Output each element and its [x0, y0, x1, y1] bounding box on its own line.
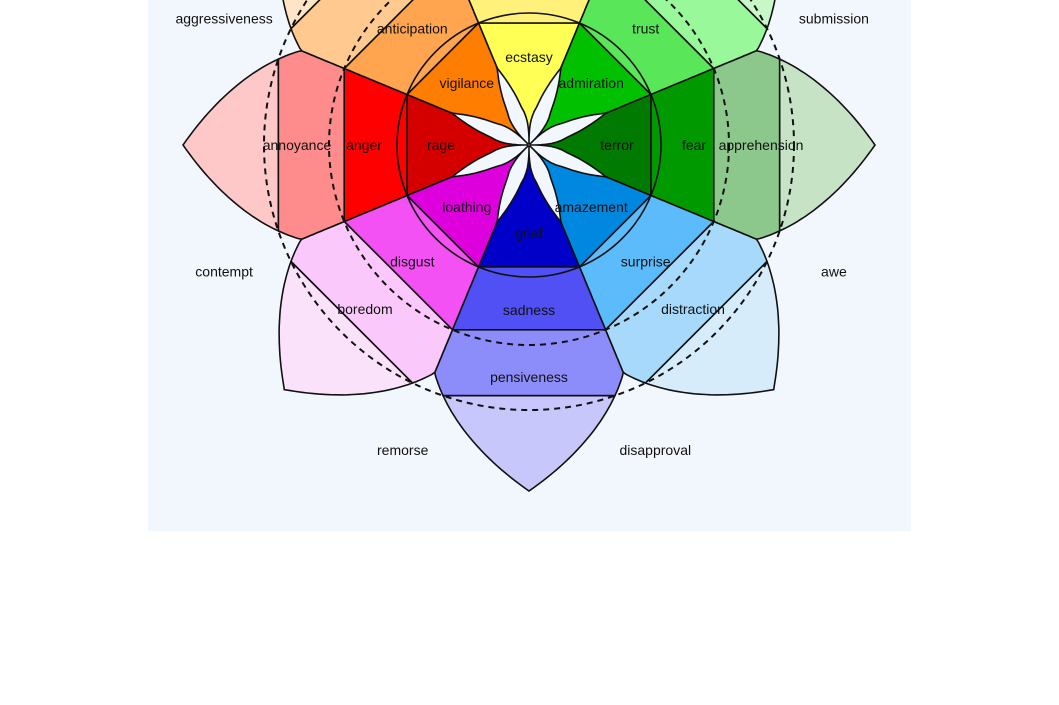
label-surprise: surprise	[621, 254, 671, 270]
dyad-remorse: remorse	[377, 442, 429, 458]
dyad-awe: awe	[821, 263, 847, 279]
label-pensiveness: pensiveness	[490, 369, 568, 385]
middle-dashed-ring	[328, 0, 730, 346]
label-anger: anger	[346, 137, 382, 153]
label-distraction: distraction	[661, 301, 725, 317]
petal-anger-band-3	[182, 57, 280, 233]
label-admiration: admiration	[559, 75, 624, 91]
petal-anticipation-band-3	[282, 0, 321, 30]
dyad-disapproval: disapproval	[619, 442, 691, 458]
petal-trust-band-3	[737, 0, 776, 30]
label-rage: rage	[427, 137, 455, 153]
label-annoyance: annoyance	[263, 137, 332, 153]
petal-sadness-band-2	[433, 329, 625, 397]
emotion-labels: ecstasyjoyserenityadmirationtrustaccepta…	[175, 11, 869, 458]
label-loathing: loathing	[442, 199, 491, 215]
inner-ring	[396, 12, 662, 278]
ring-outlines	[263, 0, 795, 411]
label-sadness: sadness	[503, 302, 555, 318]
label-anticipation: anticipation	[377, 20, 448, 36]
label-trust: trust	[632, 20, 659, 36]
label-grief: grief	[515, 225, 542, 241]
petal-disgust-band-3	[278, 260, 414, 396]
outer-dashed-ring	[263, 0, 795, 411]
petal-fear-band-3	[778, 57, 876, 233]
dyad-contempt: contempt	[195, 263, 253, 279]
label-fear: fear	[682, 137, 706, 153]
label-disgust: disgust	[390, 254, 434, 270]
petal-surprise-band-3	[644, 260, 780, 396]
dyad-aggressiveness: aggressiveness	[175, 11, 272, 27]
petal-anticipation-band-2	[290, 0, 414, 70]
label-ecstasy: ecstasy	[505, 49, 552, 65]
petal-anticipation-band-1	[342, 0, 480, 96]
label-boredom: boredom	[337, 301, 392, 317]
label-apprehension: apprehension	[719, 137, 804, 153]
dyad-submission: submission	[799, 11, 869, 27]
label-terror: terror	[600, 137, 634, 153]
label-amazement: amazement	[555, 199, 628, 215]
emotion-petals	[182, 0, 876, 492]
petal-sadness-band-3	[441, 394, 617, 492]
label-vigilance: vigilance	[440, 75, 495, 91]
